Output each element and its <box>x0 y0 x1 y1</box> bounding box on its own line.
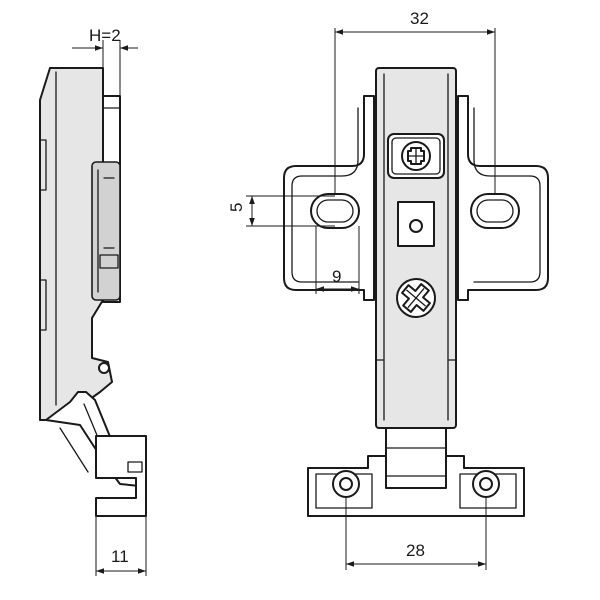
front-screw-housing-inner <box>391 137 441 175</box>
side-cup-slot <box>127 461 143 473</box>
side-cam-detail <box>97 169 119 293</box>
side-cam-block <box>91 161 121 301</box>
dimension-9: 9 <box>315 226 360 294</box>
front-left-slot <box>310 193 360 229</box>
dim-9-label: 9 <box>332 267 341 286</box>
dim-5-label: 5 <box>227 203 246 212</box>
dim-h-label: H=2 <box>89 26 121 45</box>
front-base-hole-left-inner <box>339 477 353 491</box>
front-left-wing-inner <box>291 107 359 283</box>
front-square-hole <box>409 219 423 233</box>
front-right-slot-inner <box>476 199 514 223</box>
dim-28-label: 28 <box>406 541 425 560</box>
front-view <box>283 67 549 517</box>
phillips-screw-icon <box>401 141 431 171</box>
front-neck-detail <box>385 447 447 477</box>
front-right-slot <box>470 193 520 229</box>
front-arm <box>375 67 457 429</box>
dim-32-label: 32 <box>410 9 429 28</box>
phillips-screw-icon <box>396 278 436 318</box>
front-base-hole-right-inner <box>479 477 493 491</box>
dimension-11: 11 <box>95 516 147 576</box>
side-pivot-upper <box>98 362 110 374</box>
dimension-32: 32 <box>334 9 496 194</box>
dim-11-label: 11 <box>111 547 129 566</box>
side-cup <box>95 435 147 517</box>
dimension-h: H=2 <box>72 26 138 96</box>
front-right-wing-inner <box>473 107 541 283</box>
side-view <box>39 67 147 517</box>
front-arm-edges <box>383 73 449 421</box>
side-arm-inner-edge <box>39 71 57 406</box>
front-left-slot-inner <box>316 199 354 223</box>
front-neck <box>385 427 447 491</box>
dimension-5: 5 <box>227 195 335 227</box>
front-base-plate <box>307 455 525 517</box>
dimension-28: 28 <box>345 497 487 570</box>
